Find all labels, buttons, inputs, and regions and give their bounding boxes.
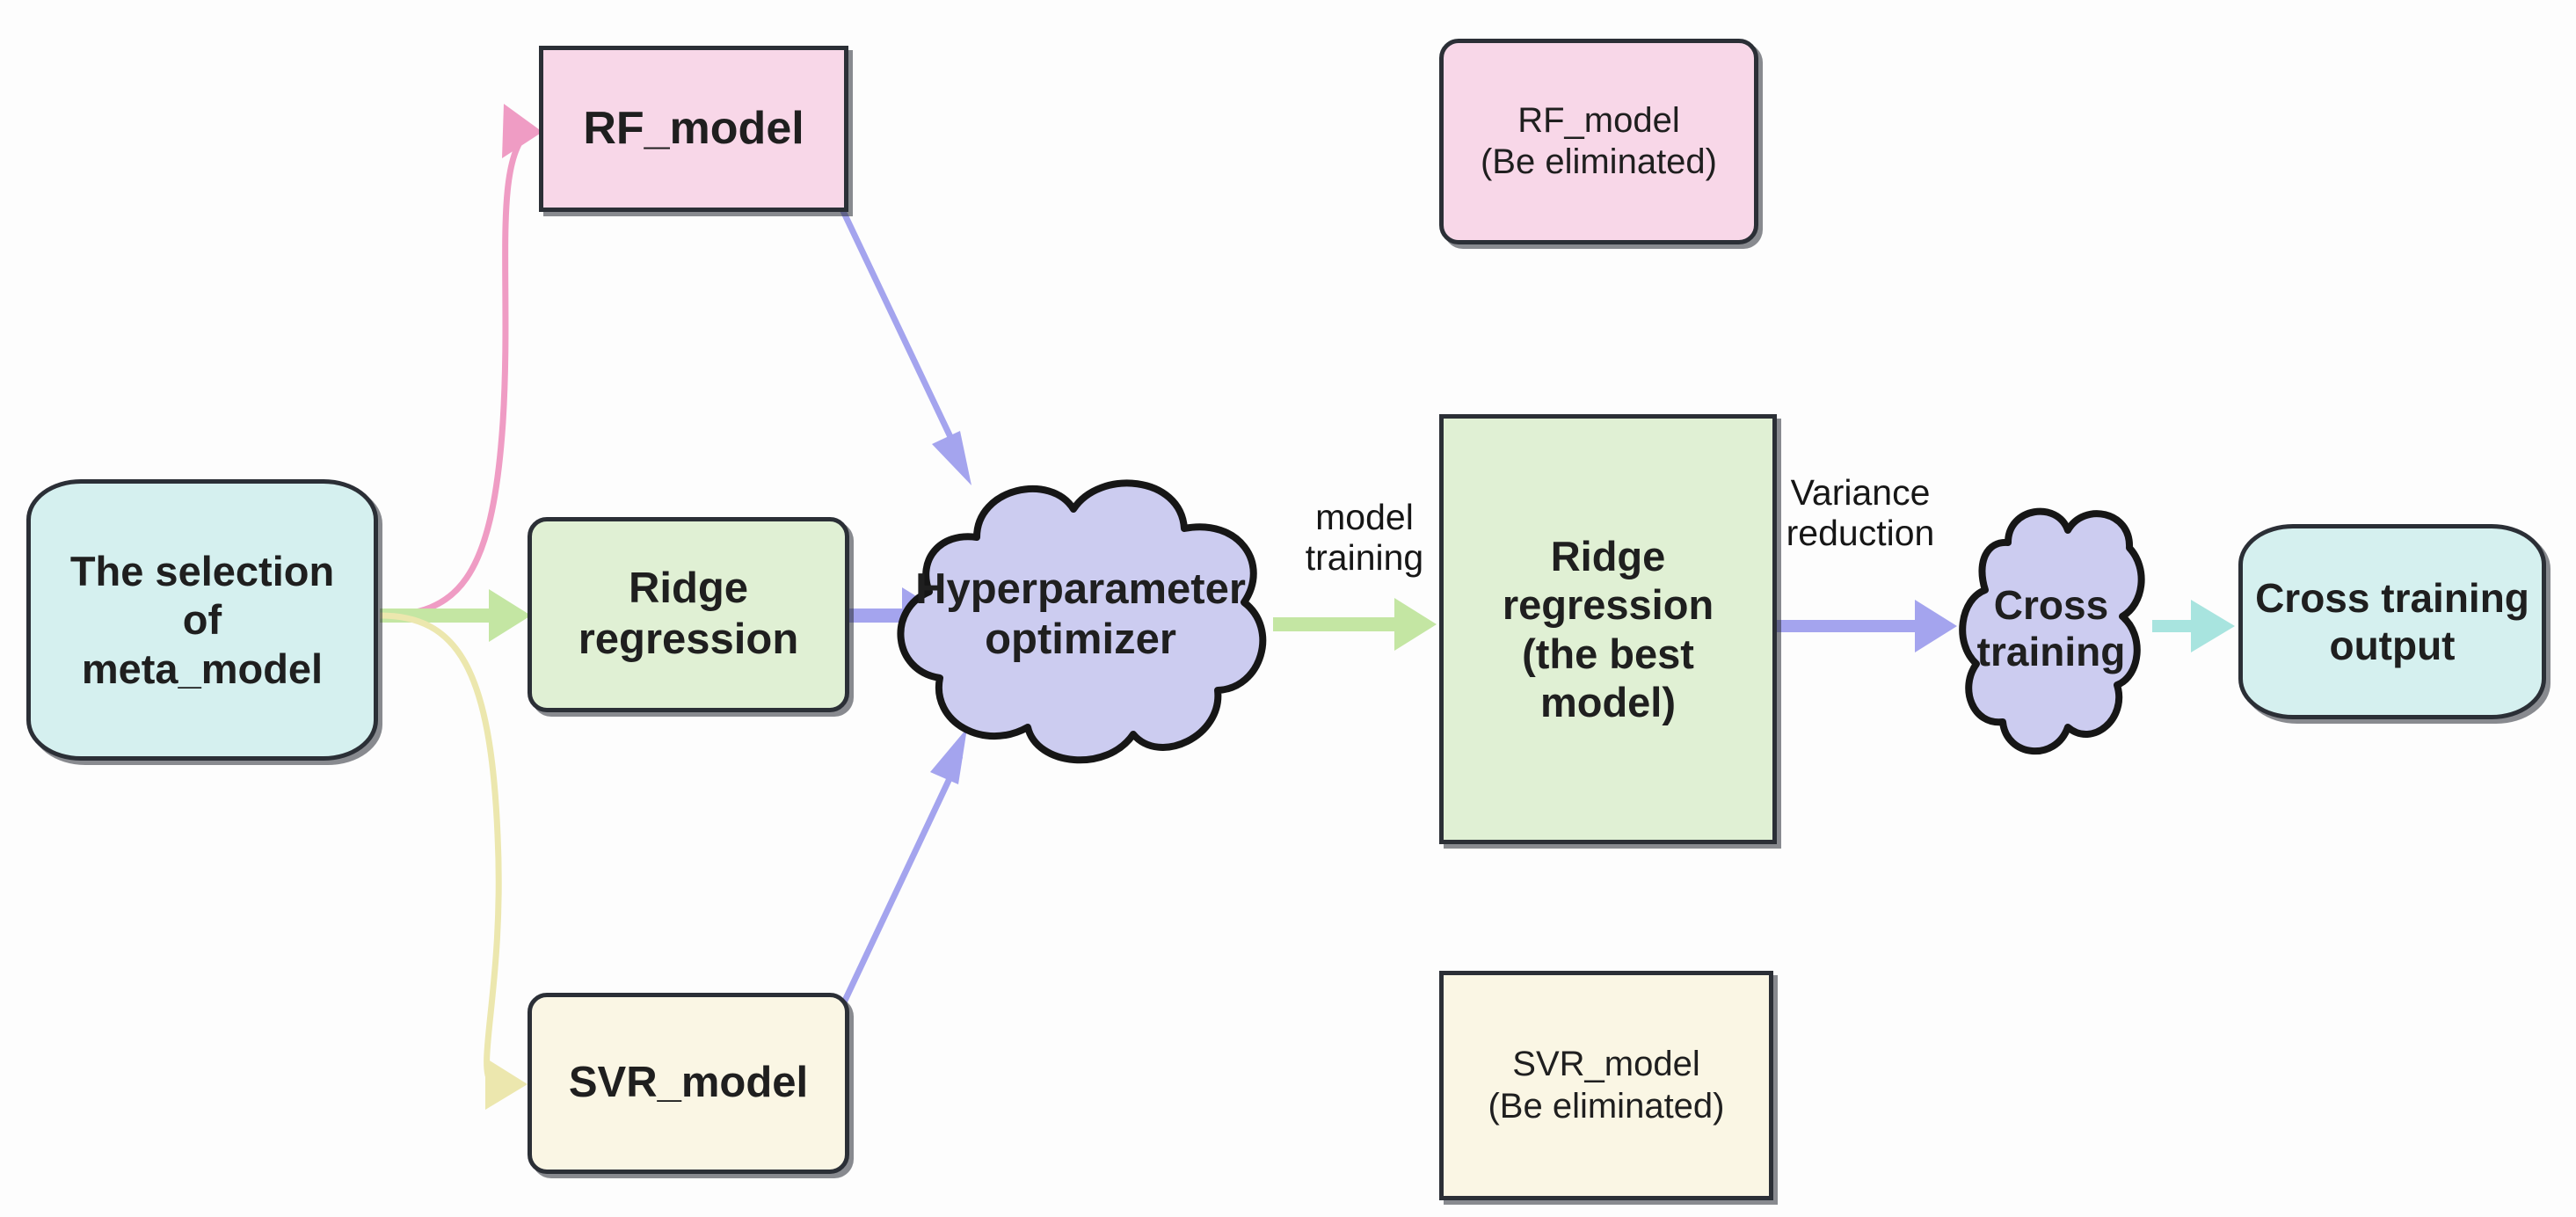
edge-label-model-training: model training bbox=[1305, 497, 1424, 578]
cloud-shape-icon bbox=[1959, 507, 2145, 754]
edge-optimizer-to-best-model bbox=[1273, 598, 1437, 651]
node-svr-model[interactable]: SVR_model bbox=[528, 993, 849, 1174]
edge-meta-to-rf-model bbox=[379, 104, 542, 619]
node-svr-model-eliminated[interactable]: SVR_model (Be eliminated) bbox=[1439, 971, 1773, 1200]
node-meta-model-selection[interactable]: The selection of meta_model bbox=[26, 479, 378, 761]
node-ridge-regression-best-model[interactable]: Ridge regression (the best model) bbox=[1439, 414, 1777, 844]
edge-best-model-to-cross-training bbox=[1777, 600, 1957, 652]
node-rf-model[interactable]: RF_model bbox=[539, 46, 848, 212]
edge-meta-to-svr-model bbox=[379, 612, 528, 1110]
node-cross-training-output[interactable]: Cross training output bbox=[2238, 524, 2546, 719]
edge-meta-to-ridge-regression bbox=[380, 589, 531, 642]
node-cross-training[interactable]: Cross training bbox=[1954, 488, 2149, 769]
edge-cross-training-to-output bbox=[2152, 600, 2235, 652]
edge-rf-model-to-optimizer bbox=[823, 174, 971, 485]
node-hyperparameter-optimizer-label: Hyperparameter optimizer bbox=[915, 565, 1246, 663]
node-cross-training-label: Cross training bbox=[1976, 581, 2126, 674]
node-ridge-regression[interactable]: Ridge regression bbox=[528, 517, 849, 712]
edge-label-variance-reduction: Variance reduction bbox=[1786, 472, 1935, 553]
cloud-shape-icon bbox=[897, 479, 1267, 764]
node-hyperparameter-optimizer[interactable]: Hyperparameter optimizer bbox=[882, 456, 1279, 773]
node-rf-model-eliminated[interactable]: RF_model (Be eliminated) bbox=[1439, 39, 1758, 244]
